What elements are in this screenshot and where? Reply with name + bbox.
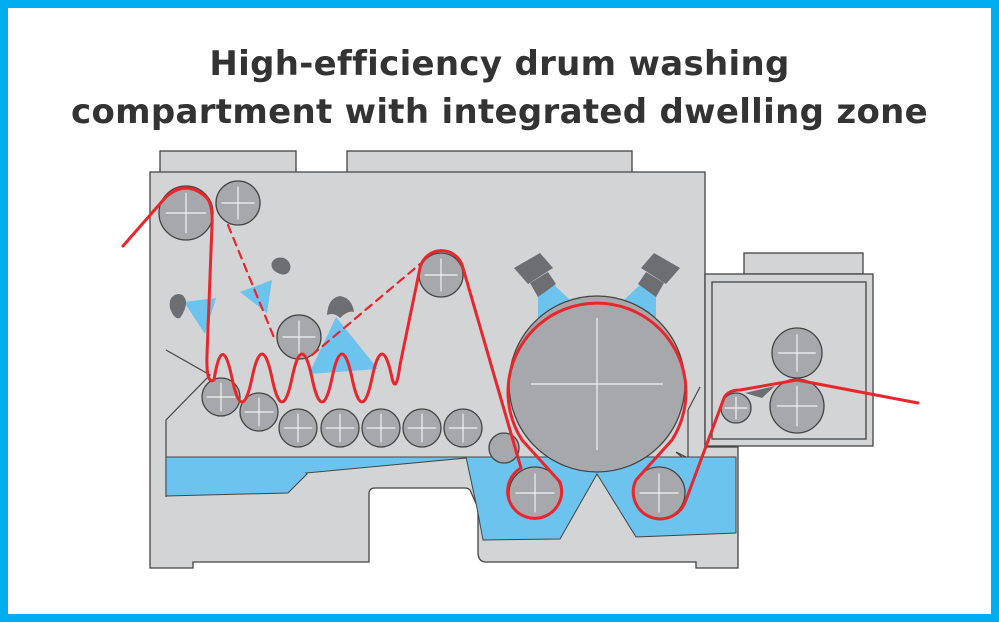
top-cover-right: [346, 150, 633, 174]
roller-axis-cross: [282, 320, 316, 354]
squeeze-box-cover: [743, 252, 864, 275]
nozzle-icon: [327, 296, 354, 318]
spray-jet: [240, 280, 272, 313]
roller-axis-cross: [221, 186, 255, 220]
roller-axis-cross: [448, 413, 478, 443]
spray-jet: [309, 317, 378, 374]
roller-axis-cross: [283, 413, 313, 443]
fabric-path-alternate: [226, 223, 422, 357]
roller-axis-cross: [244, 397, 274, 427]
nozzle-icon: [514, 253, 556, 297]
roller-axis-cross: [776, 385, 818, 427]
roller-axis-cross: [531, 318, 663, 450]
roller-axis-cross: [366, 413, 396, 443]
spray-jet: [538, 283, 570, 320]
diagram-title: High-efficiency drum washing compartment…: [0, 40, 999, 136]
fabric-path: [121, 186, 920, 521]
nozzle-icon: [169, 294, 186, 319]
top-cover-left: [159, 150, 297, 174]
roller-axis-cross: [424, 258, 458, 292]
roller-axis-cross: [778, 334, 816, 372]
doctor-blade: [745, 386, 775, 398]
title-line-1: High-efficiency drum washing: [209, 44, 790, 84]
roller-axis-cross: [515, 473, 555, 513]
nozzle-icon: [271, 257, 291, 275]
roller-axis-cross: [165, 192, 207, 234]
title-line-2: compartment with integrated dwelling zon…: [71, 92, 928, 132]
nozzle-icon: [638, 253, 680, 297]
roller-axis-cross: [407, 413, 437, 443]
roller-axis-cross: [206, 382, 236, 412]
roller-axis-cross: [639, 473, 679, 513]
spray-jet: [624, 283, 656, 320]
roller-axis-cross: [325, 413, 355, 443]
roller-axis-cross: [724, 396, 748, 420]
